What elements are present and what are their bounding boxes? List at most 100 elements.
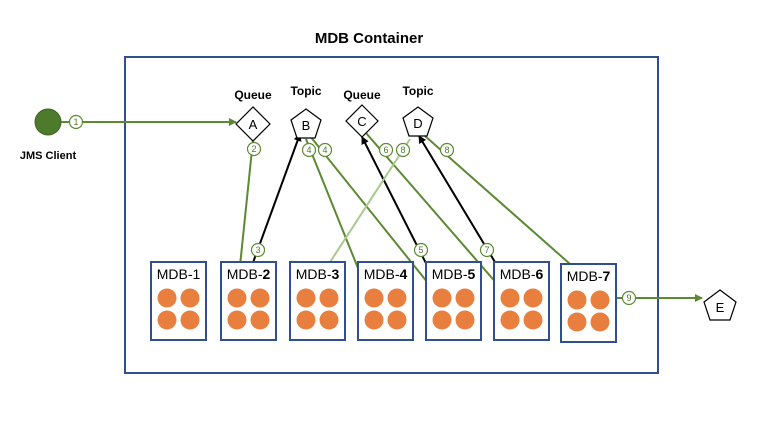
bean-instance-icon	[500, 310, 520, 330]
bean-instance-icon	[590, 312, 610, 332]
mdb-3-box: MDB-3	[289, 261, 346, 341]
queue-c-label: Queue	[343, 88, 381, 102]
topic-b: B	[290, 108, 322, 139]
mdb-label: MDB-1	[157, 266, 201, 282]
bean-instance-icon	[296, 288, 316, 308]
bean-instance-icon	[296, 310, 316, 330]
diagram-title: MDB Container	[315, 30, 423, 47]
step-number: 6	[383, 145, 388, 155]
step-number: 1	[73, 117, 78, 127]
step-number: 8	[400, 145, 405, 155]
mdb-label: MDB-7	[567, 268, 611, 284]
bean-instance-icon	[387, 310, 407, 330]
step-number: 9	[626, 293, 631, 303]
step-number: 5	[418, 245, 423, 255]
mdb-2-box: MDB-2	[220, 261, 277, 341]
bean-instance-icon	[319, 310, 339, 330]
step-badge: 9	[621, 290, 637, 306]
step-number: 8	[444, 145, 449, 155]
jms-client-label: JMS Client	[20, 150, 77, 162]
bean-instance-icon	[364, 288, 384, 308]
bean-instance-icon	[180, 310, 200, 330]
step-badge: 7	[479, 242, 495, 258]
mdb-7-box: MDB-7	[560, 263, 617, 343]
step-circle	[68, 114, 84, 130]
bean-instance-icon	[523, 288, 543, 308]
topic-b-label: Topic	[290, 84, 321, 98]
jms-client-icon	[34, 108, 62, 136]
mdb-label: MDB-3	[296, 266, 340, 282]
step-circle	[317, 142, 333, 158]
step-circle	[479, 242, 495, 258]
bean-instance-icon	[364, 310, 384, 330]
bean-instance-icon	[250, 288, 270, 308]
mdb-4-box: MDB-4	[357, 261, 414, 341]
destination-e: E	[703, 289, 737, 321]
step-badge: 4	[301, 142, 317, 158]
step-badge: 5	[413, 242, 429, 258]
mdb-1-box: MDB-1	[150, 261, 207, 341]
step-circle	[621, 290, 637, 306]
topic-b-key: B	[302, 118, 311, 133]
step-badge: 6	[378, 142, 394, 158]
bean-instance-icon	[319, 288, 339, 308]
mdb-6-box: MDB-6	[493, 261, 550, 341]
bean-instance-icon	[387, 288, 407, 308]
step-badge: 1	[68, 114, 84, 130]
bean-instance-icon	[523, 310, 543, 330]
step-badge: 8	[439, 142, 455, 158]
mdb-label: MDB-4	[364, 266, 408, 282]
mdb-label: MDB-2	[227, 266, 271, 282]
step-circle	[246, 141, 262, 157]
topic-d: D	[402, 106, 434, 137]
bean-instance-icon	[567, 290, 587, 310]
bean-instance-icon	[432, 310, 452, 330]
step-badge: 8	[395, 142, 411, 158]
step-number: 7	[484, 245, 489, 255]
bean-instance-icon	[250, 310, 270, 330]
destination-e-key: E	[716, 300, 725, 315]
pentagon-icon	[703, 289, 737, 321]
step-circle	[250, 242, 266, 258]
diamond-icon	[235, 106, 271, 142]
arrow-b-to-mdb5	[309, 135, 437, 294]
mdb-label: MDB-5	[432, 266, 476, 282]
step-number: 2	[251, 144, 256, 154]
queue-a-label: Queue	[234, 88, 272, 102]
pentagon-icon	[290, 108, 322, 139]
queue-c: C	[345, 104, 379, 138]
step-number: 4	[322, 145, 327, 155]
topic-d-label: Topic	[402, 84, 433, 98]
queue-a-key: A	[249, 117, 258, 132]
step-number: 3	[255, 245, 260, 255]
step-circle	[395, 142, 411, 158]
step-circle	[378, 142, 394, 158]
bean-instance-icon	[157, 310, 177, 330]
topic-d-key: D	[413, 116, 422, 131]
arrow-a-to-mdb2	[234, 139, 254, 286]
bean-instance-icon	[432, 288, 452, 308]
step-circle	[301, 142, 317, 158]
bean-instance-icon	[227, 288, 247, 308]
step-badge: 3	[250, 242, 266, 258]
diamond-icon	[345, 104, 379, 138]
step-number: 4	[306, 145, 311, 155]
step-badge: 4	[317, 142, 333, 158]
mdb-5-box: MDB-5	[425, 261, 482, 341]
mdb-label: MDB-6	[500, 266, 544, 282]
pentagon-icon	[402, 106, 434, 137]
bean-instance-icon	[455, 310, 475, 330]
step-badge: 2	[246, 141, 262, 157]
bean-instance-icon	[227, 310, 247, 330]
bean-instance-icon	[180, 288, 200, 308]
mdb-container-border	[124, 56, 659, 374]
mdb-layer: MDB-1 MDB-2 MDB-3 MDB-4 MDB-5 MDB-6 MDB-7	[150, 261, 617, 343]
queue-c-key: C	[357, 114, 366, 129]
bean-instance-icon	[590, 290, 610, 310]
bean-instance-icon	[500, 288, 520, 308]
bean-instance-icon	[157, 288, 177, 308]
step-layer: 1 2 3 4 4 5 6 7 8 8 9	[68, 114, 637, 306]
step-circle	[439, 142, 455, 158]
step-circle	[413, 242, 429, 258]
